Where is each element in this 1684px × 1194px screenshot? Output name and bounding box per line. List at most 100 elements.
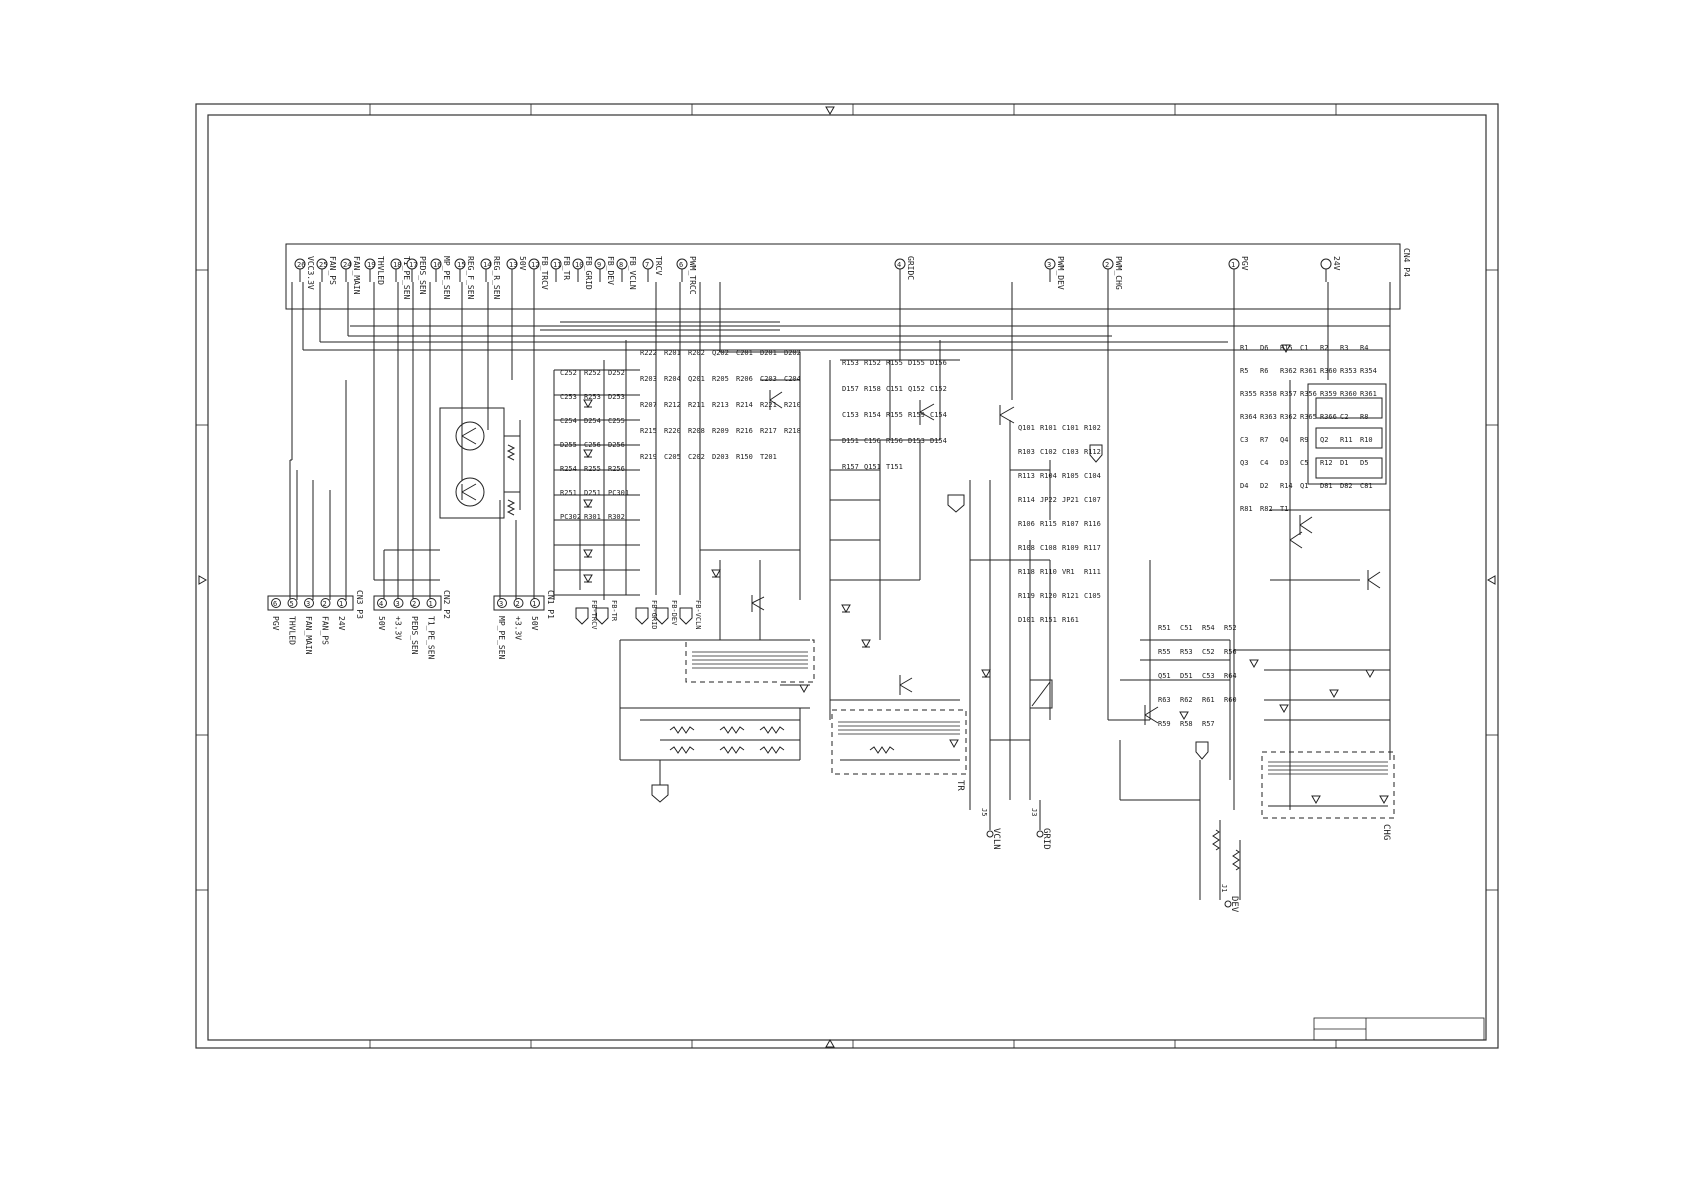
- flag-label-tr: FB-TR: [610, 600, 618, 622]
- cn4-pin: 24V: [1320, 256, 1341, 282]
- component-designator: C108: [1040, 544, 1057, 552]
- drawing-frame: [195, 103, 1499, 1049]
- component-designator: R201: [664, 349, 681, 357]
- cn1-pin: 1 50V: [530, 598, 540, 631]
- component-designator: R213: [712, 401, 729, 409]
- component-designator: R2: [1320, 344, 1328, 352]
- component-designator: R362: [1280, 367, 1297, 375]
- dev-circuit-block: [1107, 282, 1241, 908]
- component-designator: R359: [1320, 390, 1337, 398]
- cn3-pin-label: 24V: [337, 616, 346, 631]
- flag-fb-vcln: [679, 607, 693, 625]
- component-designator: C2: [1340, 413, 1348, 421]
- component-designator: R256: [608, 465, 625, 473]
- component-designator: R112: [1084, 448, 1101, 456]
- component-designator: R156: [886, 437, 903, 445]
- cn4-pin-number: 16: [433, 261, 441, 269]
- component-designator: R111: [1084, 568, 1101, 576]
- component-designator: R6: [1260, 367, 1268, 375]
- component-designator: R221: [760, 401, 777, 409]
- component-designator: R11: [1340, 436, 1353, 444]
- cn4-pin-number: 14: [483, 261, 491, 269]
- cn4-pin-number: 26: [297, 261, 305, 269]
- output-grid-label: GRID: [1041, 828, 1051, 850]
- component-designator: C104: [1084, 472, 1101, 480]
- component-designator: D5: [1360, 459, 1368, 467]
- component-designator: R63: [1158, 696, 1171, 704]
- flag-label-dev: FB-DEV: [670, 600, 678, 626]
- flag-label-vcln: FB-VCLN: [694, 600, 702, 630]
- component-designator: R353: [1340, 367, 1357, 375]
- component-designator: R8: [1360, 413, 1368, 421]
- t1-windings: [1268, 761, 1388, 775]
- cn1-pin-number: 1: [532, 600, 536, 608]
- cn4-pin-label: THVLED: [376, 256, 385, 285]
- cn4-pin-number: 8: [619, 261, 623, 269]
- cn1-pin-label: 50V: [530, 616, 539, 631]
- cn4-pin-number: 12: [531, 261, 539, 269]
- component-designator: R302: [608, 513, 625, 521]
- chg-circuit-block: [1233, 282, 1395, 819]
- cn4-pin-label: FB_TR: [562, 256, 571, 280]
- component-designator: PC301: [608, 489, 629, 497]
- cn2-header: CN2 P2: [442, 590, 451, 619]
- cn3-pin-number: 6: [273, 600, 277, 608]
- component-designator: D256: [608, 441, 625, 449]
- component-designator: R217: [760, 427, 777, 435]
- component-designator: R3: [1340, 344, 1348, 352]
- cn4-pin-number: 3: [1047, 261, 1051, 269]
- component-designator: R105: [1062, 472, 1079, 480]
- component-designator: R59: [1158, 720, 1171, 728]
- cn4-pin-label: PWM_DEV: [1056, 256, 1065, 290]
- component-designator: C256: [584, 441, 601, 449]
- output-tr-label: TR: [955, 780, 965, 791]
- component-designator: R56: [1224, 648, 1237, 656]
- component-designator: D157: [842, 385, 859, 393]
- component-designator: D153: [908, 437, 925, 445]
- component-designator: R222: [640, 349, 657, 357]
- component-designator: D3: [1280, 459, 1288, 467]
- tr-circuit-block: [619, 282, 815, 803]
- pc301-symbol: [455, 421, 485, 451]
- component-designator: C4: [1260, 459, 1268, 467]
- component-designator: C53: [1202, 672, 1215, 680]
- component-designator: R360: [1320, 367, 1337, 375]
- component-designator: C1: [1300, 344, 1308, 352]
- cn2-pin-number: 1: [429, 600, 433, 608]
- component-designator: R82: [1260, 505, 1273, 513]
- output-dev-jack: J1: [1220, 884, 1228, 892]
- cn1-pin-label: MP_PE_SEN: [497, 616, 506, 660]
- component-designator: D2: [1260, 482, 1268, 490]
- sensor-diode-ladder: [553, 282, 701, 600]
- component-designator: C202: [688, 453, 705, 461]
- component-designator: C156: [864, 437, 881, 445]
- component-designator: R120: [1040, 592, 1057, 600]
- component-designator: R61: [1202, 696, 1215, 704]
- sensor-diodes: [583, 399, 593, 584]
- pc302-symbol: [455, 477, 485, 507]
- cn2-pin-label: 50V: [377, 616, 386, 631]
- component-designator: R151: [1040, 616, 1057, 624]
- component-designator: Q101: [1018, 424, 1035, 432]
- component-designator: R252: [584, 369, 601, 377]
- output-grid-jack: J3: [1030, 808, 1038, 816]
- flag-label-trcv: FB-TRCV: [590, 600, 598, 630]
- component-designator: D151: [842, 437, 859, 445]
- cn4-pin-label: REG_R_SEN: [492, 256, 501, 300]
- cn4-pin-number: 11: [553, 261, 561, 269]
- cn4-pin-label: PWM_TRCC: [688, 256, 697, 295]
- component-designator: Q152: [908, 385, 925, 393]
- cn4-pin-label: REG_F_SEN: [466, 256, 475, 300]
- component-designator: R57: [1202, 720, 1215, 728]
- component-designator: R356: [1300, 390, 1317, 398]
- component-designator: JP21: [1062, 496, 1079, 504]
